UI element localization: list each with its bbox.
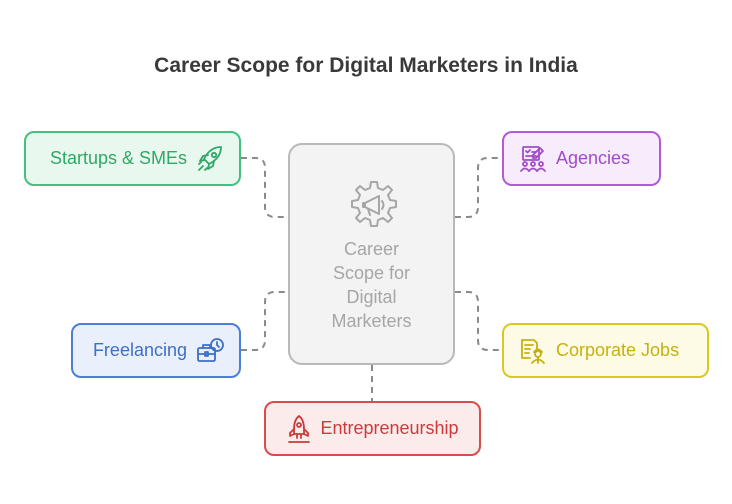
node-startups-smes: Startups & SMEs — [24, 131, 241, 186]
briefcase-clock-icon — [197, 337, 224, 362]
node-label: Entrepreneurship — [320, 418, 459, 438]
central-label-line: Career — [343, 239, 400, 259]
rocket-icon — [198, 145, 222, 171]
node-label: Freelancing — [92, 340, 187, 360]
team-clipboard-icon — [520, 145, 546, 172]
node-label: Corporate Jobs — [556, 340, 680, 360]
central-label-line: Digital — [346, 287, 397, 307]
connector-agencies — [455, 157, 502, 218]
central-topic-label: Career Scope for Digital Marketers — [290, 237, 453, 333]
connector-startups — [241, 157, 288, 218]
corporate-worker-icon — [521, 338, 545, 364]
node-freelancing: Freelancing — [71, 323, 241, 378]
central-label-line: Scope for — [332, 263, 411, 283]
central-topic-box: Career Scope for Digital Marketers — [288, 143, 455, 365]
node-entrepreneurship: Entrepreneurship — [264, 401, 481, 456]
node-corporate-jobs: Corporate Jobs — [502, 323, 709, 378]
connector-freelancing — [241, 291, 288, 351]
connector-corporate — [455, 291, 502, 351]
node-agencies: Agencies — [502, 131, 661, 186]
node-label: Startups & SMEs — [49, 148, 187, 168]
node-label: Agencies — [556, 148, 631, 168]
megaphone-gear-icon — [348, 179, 400, 236]
launch-rocket-icon — [288, 414, 311, 443]
diagram-title: Career Scope for Digital Marketers in In… — [154, 54, 578, 77]
central-label-line: Marketers — [331, 311, 412, 331]
